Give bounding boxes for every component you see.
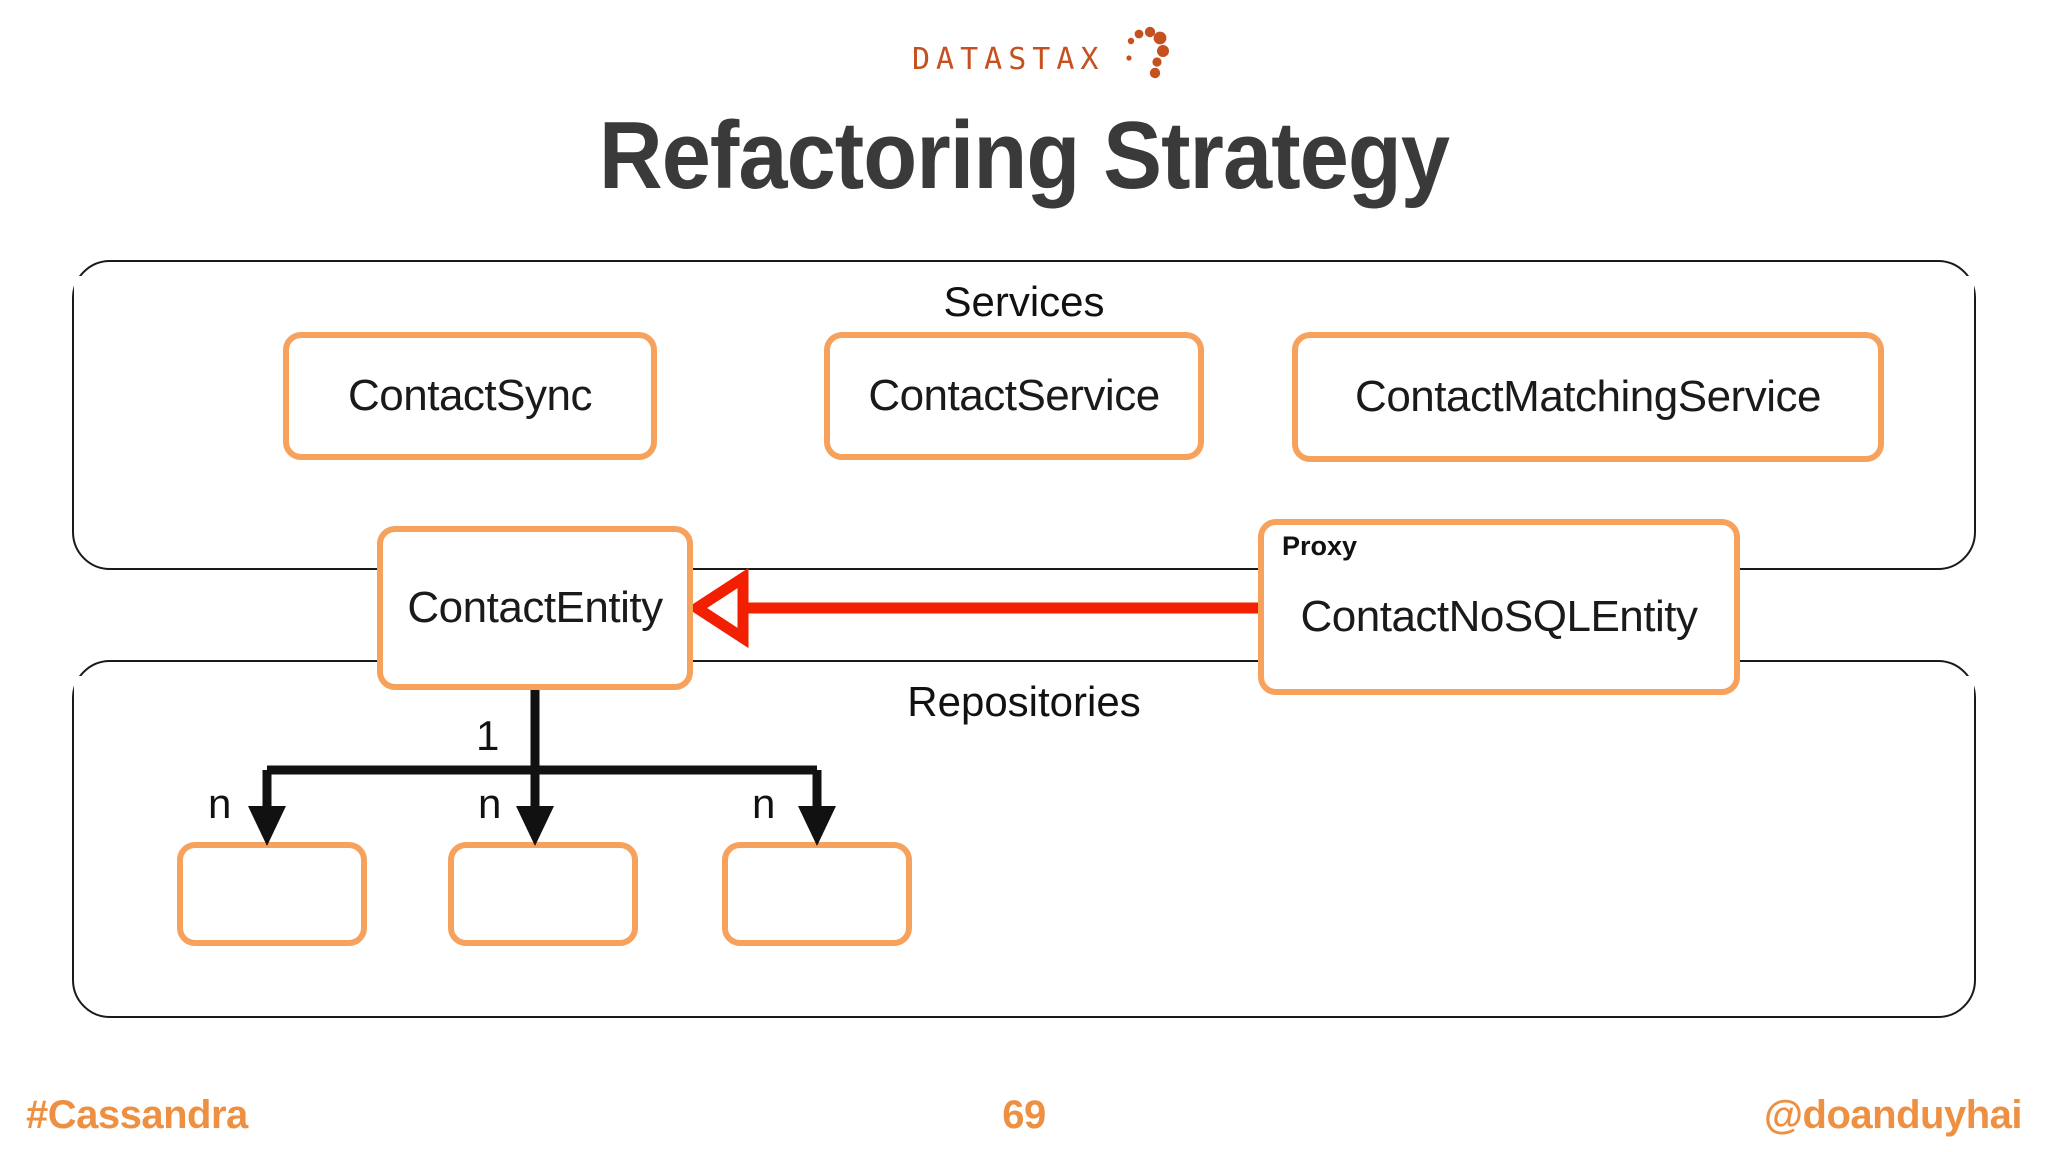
entity-box-contactnosqlentity-label: ContactNoSQLEntity xyxy=(1300,592,1698,641)
repositories-group-container: Repositories xyxy=(72,660,1976,1018)
inheritance-arrow-connector xyxy=(686,567,1258,649)
repository-box-3[interactable] xyxy=(722,842,912,946)
page-title: Refactoring Strategy xyxy=(598,102,1450,209)
multiplicity-label-source: 1 xyxy=(476,712,500,759)
service-box-contactmatchingservice-label: ContactMatchingService xyxy=(1355,372,1821,421)
entity-box-contactentity-label: ContactEntity xyxy=(407,583,663,632)
multiplicity-label-target-1: n xyxy=(208,780,232,827)
datastax-wordmark: DATASTAX xyxy=(912,42,1105,77)
footer-page-number: 69 xyxy=(1002,1093,1046,1137)
entity-box-contactnosqlentity[interactable]: Proxy ContactNoSQLEntity xyxy=(1258,519,1740,695)
multiplicity-label-target-2: n xyxy=(478,780,502,827)
service-box-contactmatchingservice[interactable]: ContactMatchingService xyxy=(1292,332,1884,462)
entity-stereotype-proxy: Proxy xyxy=(1282,531,1358,561)
datastax-dot-swirl-icon xyxy=(1126,26,1169,79)
service-box-contactsync-label: ContactSync xyxy=(348,371,592,420)
services-group-container: Services xyxy=(72,260,1976,570)
repository-box-1[interactable] xyxy=(177,842,367,946)
footer-hashtag: #Cassandra xyxy=(26,1093,248,1137)
service-box-contactservice-label: ContactService xyxy=(868,371,1160,420)
service-box-contactservice[interactable]: ContactService xyxy=(824,332,1204,460)
datastax-logo: DATASTAX xyxy=(912,24,1172,86)
entity-box-contactentity[interactable]: ContactEntity xyxy=(377,526,693,690)
service-box-contactsync[interactable]: ContactSync xyxy=(283,332,657,460)
services-group-label: Services xyxy=(74,276,1974,328)
repository-box-2[interactable] xyxy=(448,842,638,946)
footer-twitter-handle: @doanduyhai xyxy=(1764,1093,2022,1137)
multiplicity-label-target-3: n xyxy=(752,780,776,827)
repositories-group-label: Repositories xyxy=(74,676,1974,728)
